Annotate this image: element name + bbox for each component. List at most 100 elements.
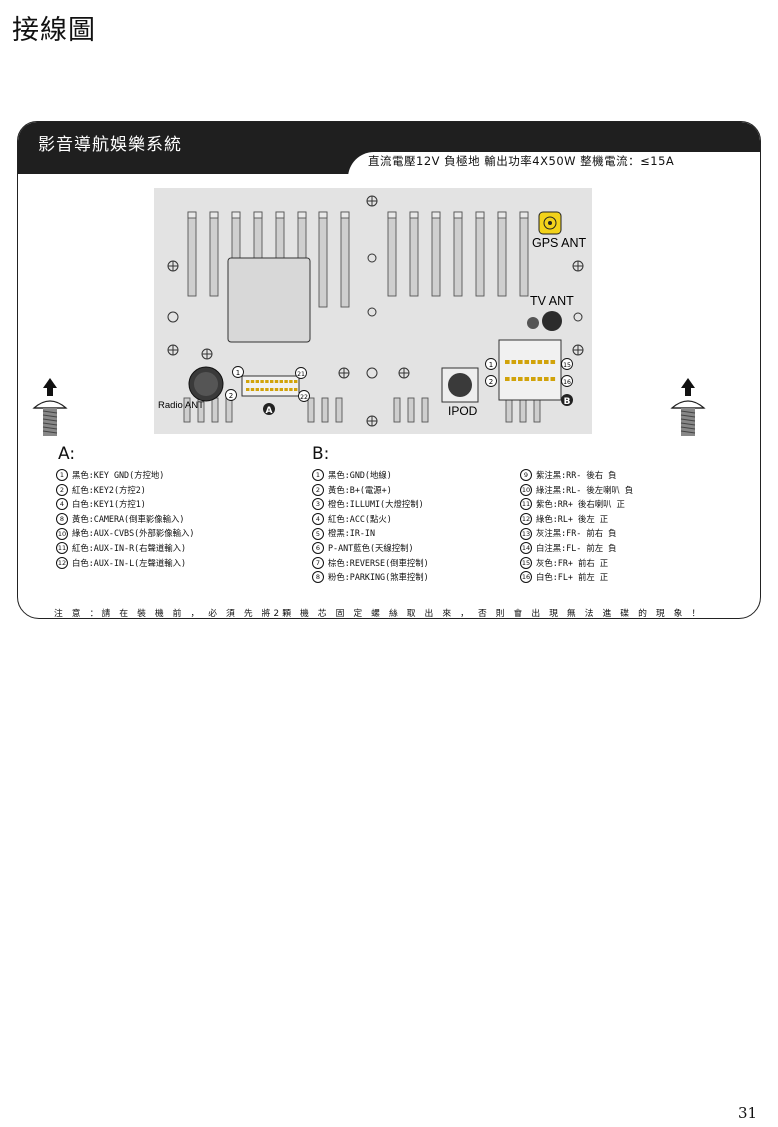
connector-b-pin2-label: 2 xyxy=(489,378,493,386)
mount-crosses xyxy=(168,196,583,426)
bottom-fin xyxy=(183,397,191,423)
connector-a-pin xyxy=(294,380,298,383)
pin-number-badge: 11 xyxy=(520,498,532,511)
pin-number-badge: 2 xyxy=(312,483,324,496)
pin-number-badge: 12 xyxy=(56,556,68,569)
pin-number-badge: 15 xyxy=(520,556,532,569)
heatsink-fin xyxy=(497,211,507,297)
ipod-label: IPOD xyxy=(448,404,478,418)
bottom-fin xyxy=(321,397,329,423)
connector-a-pin xyxy=(255,388,259,391)
connector-a-pin xyxy=(284,388,288,391)
pin-number-badge: 12 xyxy=(520,513,532,526)
connector-a-pin xyxy=(250,388,255,391)
legend-item-text: 綠色:RL+ 後左 正 xyxy=(536,513,609,524)
heatsink-fin xyxy=(318,211,328,308)
pin-number-badge: 16 xyxy=(520,571,532,584)
connector-b-pin xyxy=(511,360,517,364)
heatsink-fin-cap xyxy=(297,211,307,219)
pin-number-badge: 5 xyxy=(312,527,324,540)
connector-a-pin xyxy=(289,388,293,391)
legend-item-text: 白色:FL+ 前左 正 xyxy=(536,572,609,583)
connector-b-pin xyxy=(531,360,536,364)
heatsink-fin-cap xyxy=(253,211,263,219)
legend-item-text: 綠色:AUX-CVBS(外部影像輸入) xyxy=(72,528,195,539)
heatsink-fin-cap xyxy=(275,211,285,219)
legend-item-text: 紫色:RR+ 後右喇叭 正 xyxy=(536,499,625,510)
bottom-fin xyxy=(225,397,233,423)
connector-a-pin xyxy=(279,388,283,391)
connector-a-pin2-label: 2 xyxy=(229,392,233,400)
heatsink-fin xyxy=(409,211,419,297)
gps-ant-label: GPS ANT xyxy=(532,236,587,250)
heatsink-fin-cap xyxy=(209,211,219,219)
spec-line: 直流電壓12V 負極地 輸出功率4X50W 整機電流：≤15A xyxy=(368,154,675,168)
connector-b-pin xyxy=(531,377,536,381)
connector-b-pin xyxy=(544,360,549,364)
heatsink-fin-cap xyxy=(453,211,463,219)
legend-item: 16 白色:FL+ 前左 正 xyxy=(520,570,633,585)
group-a-heading: A: xyxy=(58,444,76,464)
legend-item-text: 黑色:KEY GND(方控地) xyxy=(72,470,165,480)
heatsink-fin xyxy=(431,211,441,297)
tv-ant-small-jack-icon xyxy=(527,317,539,329)
rear-panel-diagram: GPS ANT TV ANT Radio ANT 1 2 21 22 A IPO… xyxy=(154,188,592,434)
bottom-fin xyxy=(519,397,527,423)
radio-ant-label: Radio ANT xyxy=(158,400,204,411)
connector-a-pin xyxy=(294,388,298,391)
ipod-port-icon xyxy=(448,373,472,397)
connector-a-pin xyxy=(250,380,255,383)
connector-a-pin xyxy=(289,380,293,383)
connector-a-pin xyxy=(270,388,274,391)
legend-item-text: 白注黑:FL- 前左 負 xyxy=(536,542,617,553)
connector-a-pin xyxy=(265,388,269,391)
connector-a-pin xyxy=(265,380,269,383)
connector-b-pin xyxy=(518,360,523,364)
heatsink-fin-cap xyxy=(519,211,529,219)
connector-b-housing xyxy=(498,339,562,401)
connector-b-pin xyxy=(505,360,510,364)
connector-a-pin xyxy=(255,380,259,383)
legend-item-text: 橙黑:IR-IN xyxy=(328,528,376,539)
legend-item-text: 綠注黑:RL- 後左喇叭 負 xyxy=(536,484,634,495)
pin-number-badge: 7 xyxy=(312,556,324,569)
connector-a-pin xyxy=(246,388,250,391)
legend-item-text: 紫注黑:RR- 後右 負 xyxy=(536,470,617,480)
connector-b-pin1-label: 1 xyxy=(489,361,493,369)
connector-b-pin xyxy=(524,377,530,381)
connector-a-pin xyxy=(270,380,274,383)
connector-a-pin xyxy=(246,380,250,383)
connector-b-pin xyxy=(505,377,510,381)
connector-b-pin16-label: 16 xyxy=(563,379,571,386)
connector-a-label: A xyxy=(266,406,273,416)
legend-item-text: P-ANT藍色(天線控制) xyxy=(328,542,414,553)
connector-a-housing xyxy=(241,375,300,397)
bottom-fin xyxy=(533,397,541,423)
heatsink-fin-cap xyxy=(497,211,507,219)
pin-number-badge: 13 xyxy=(520,527,532,540)
bottom-fin xyxy=(307,397,315,423)
connector-b-pin xyxy=(544,377,549,381)
page-title: 接線圖 xyxy=(12,15,96,46)
connector-b-pin xyxy=(550,360,556,364)
legend-item-text: 粉色:PARKING(煞車控制) xyxy=(328,572,429,583)
connector-b-pin xyxy=(518,377,523,381)
connector-a-pin22-label: 22 xyxy=(300,394,308,401)
pin-number-badge: 9 xyxy=(520,469,532,482)
legend-item-text: 紅色:AUX-IN-R(右聲道輸入) xyxy=(72,542,187,553)
legend-item: 9 紫注黑:RR- 後右 負 xyxy=(520,468,633,483)
connector-b-pin xyxy=(511,377,517,381)
